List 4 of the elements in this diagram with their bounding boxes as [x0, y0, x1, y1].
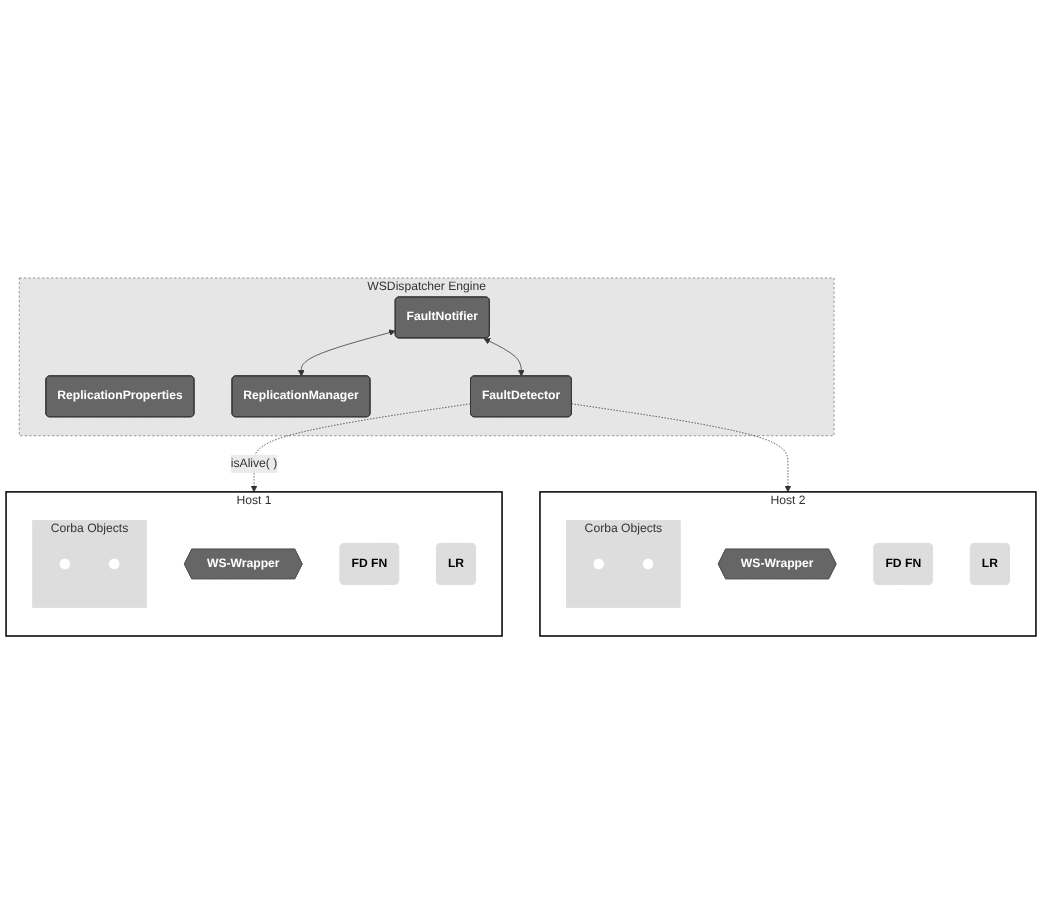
node-circle — [592, 557, 605, 570]
node-circle — [108, 557, 121, 570]
node-circle — [642, 557, 655, 570]
node-circle — [58, 557, 71, 570]
